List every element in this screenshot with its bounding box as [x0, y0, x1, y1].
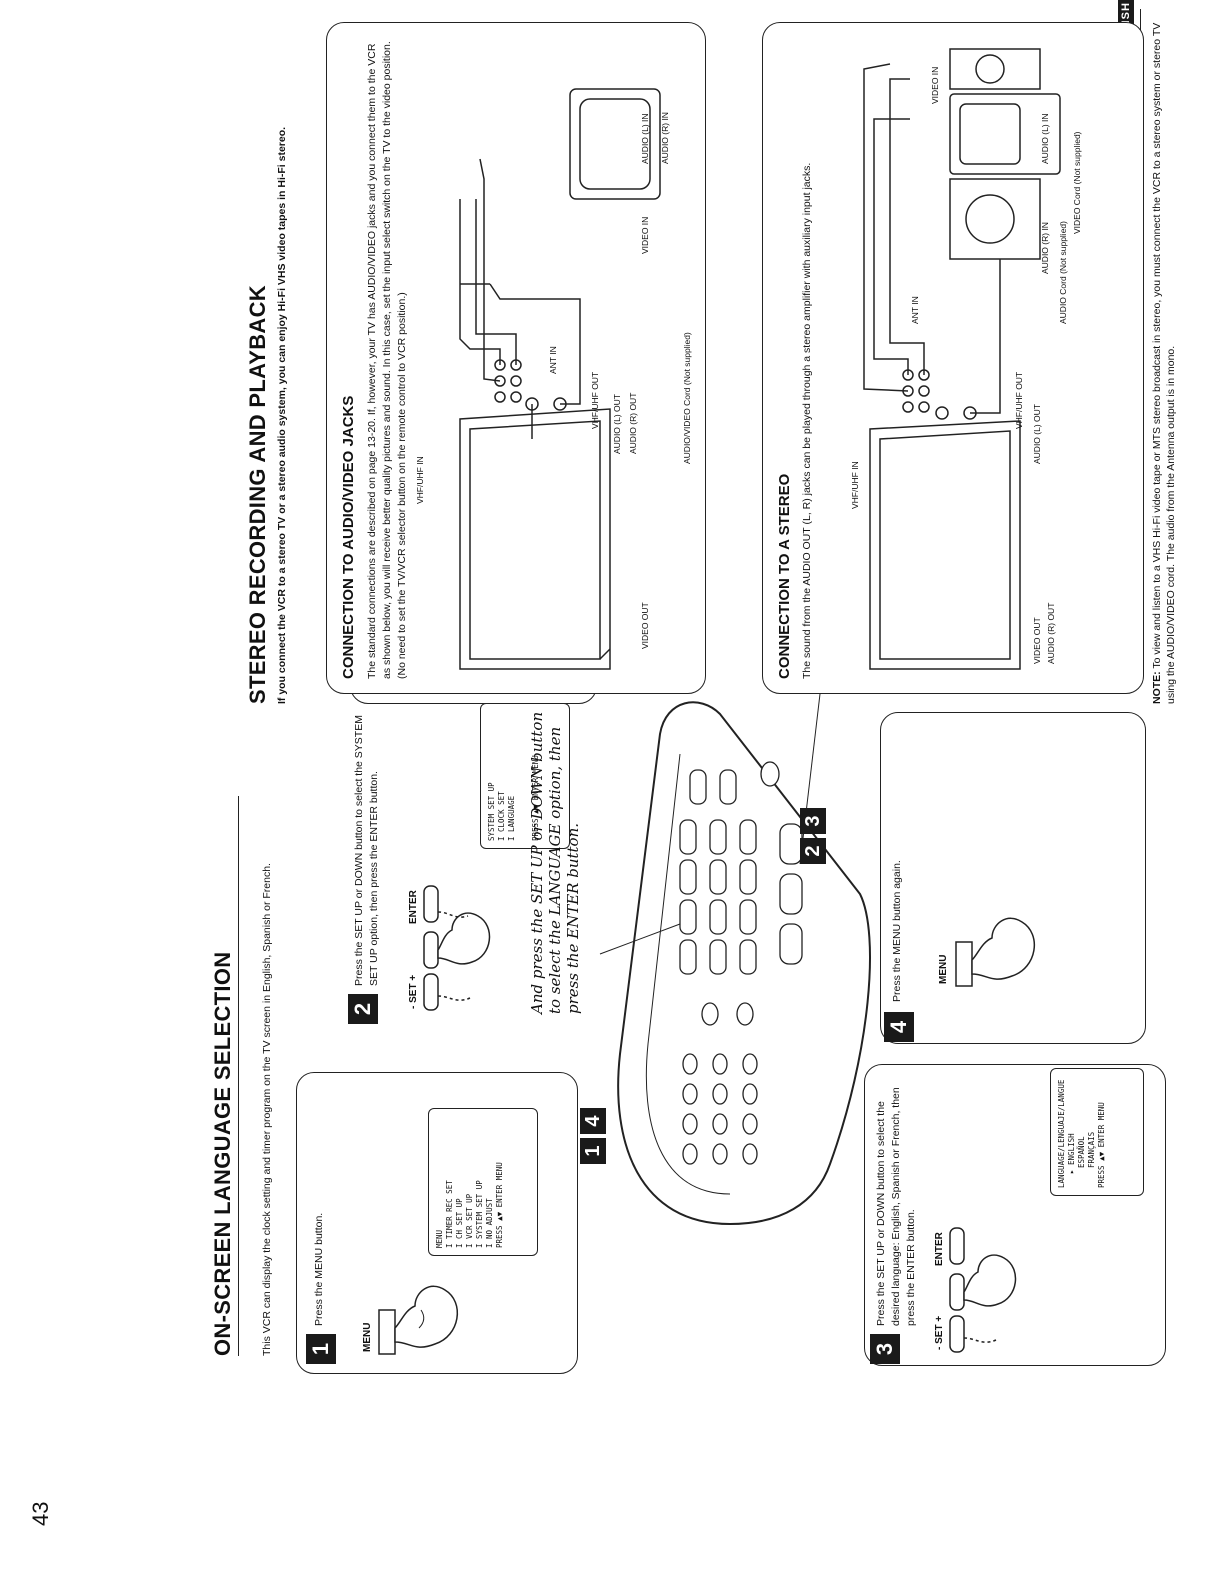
- stereo-label-vhf-in: VHF/UHF IN: [850, 461, 860, 509]
- stereo-wiring-diagram: [863, 48, 1061, 670]
- step1-menu-label: MENU: [362, 1322, 373, 1352]
- av-label-video-in: VIDEO IN: [640, 216, 650, 254]
- step2-finger-press-icon: [423, 885, 491, 1011]
- step2-handwritten-note: And press the SET UP or DOWN button to s…: [528, 711, 582, 1014]
- step2-badge: 2: [348, 994, 378, 1024]
- stereo-label-audio-r-in: AUDIO (R) IN: [1040, 222, 1050, 274]
- step4-menu-label: MENU: [938, 954, 949, 984]
- step1-finger-press-icon: [378, 1285, 459, 1355]
- page-number: 43: [28, 1501, 53, 1526]
- step4-panel: [880, 712, 1146, 1044]
- av-label-audio-l-in: AUDIO (L) IN: [640, 113, 650, 164]
- step3-set-label: - SET +: [934, 1315, 945, 1350]
- stereo-label-audio-l-out: AUDIO (L) OUT: [1032, 404, 1042, 464]
- av-label-ant-in: ANT IN: [548, 346, 558, 374]
- av-label-vhf-in: VHF/UHF IN: [415, 456, 425, 504]
- stereo-heading: CONNECTION TO A STEREO: [776, 473, 793, 679]
- note-block: NOTE: To view and listen to a VHS Hi-Fi …: [1150, 14, 1178, 704]
- note-text: To view and listen to a VHS Hi-Fi video …: [1151, 22, 1177, 704]
- av-wiring-diagram: [459, 88, 661, 670]
- note-label: NOTE:: [1151, 671, 1163, 704]
- step1-text: Press the MENU button.: [313, 1212, 325, 1326]
- step3-enter-label: ENTER: [934, 1232, 945, 1266]
- av-label-vhf-out: VHF/UHF OUT: [590, 371, 600, 429]
- step4-finger-press-icon: [955, 917, 1036, 987]
- stereo-text: The sound from the AUDIO OUT (L, R) jack…: [801, 162, 813, 679]
- stereo-label-video-out: VIDEO OUT: [1032, 617, 1042, 664]
- stereo-label-video-cord: VIDEO Cord (Not supplied): [1072, 131, 1082, 234]
- stereo-intro: If you connect the VCR to a stereo TV or…: [276, 126, 288, 704]
- step2-set-label: - SET +: [408, 974, 419, 1009]
- stereo-label-audio-r-out: AUDIO (R) OUT: [1046, 602, 1056, 664]
- step4-text: Press the MENU button again.: [891, 860, 903, 1002]
- stereo-label-ant-in: ANT IN: [910, 296, 920, 324]
- av-label-audio-l-out: AUDIO (L) OUT: [612, 394, 622, 454]
- av-label-video-out: VIDEO OUT: [640, 602, 650, 649]
- av-label-audio-r-in: AUDIO (R) IN: [660, 112, 670, 164]
- stereo-label-vhf-out: VHF/UHF OUT: [1014, 371, 1024, 429]
- stereo-section-title: STEREO RECORDING AND PLAYBACK: [245, 285, 270, 704]
- language-section-title: ON-SCREEN LANGUAGE SELECTION: [210, 951, 235, 1356]
- remote-control-illustration: [599, 694, 871, 1226]
- step2-text: Press the SET UP or DOWN button to selec…: [353, 715, 380, 986]
- av-text: The standard connections are described o…: [366, 41, 408, 679]
- stereo-label-video-in: VIDEO IN: [930, 66, 940, 104]
- step4-badge: 4: [884, 1012, 914, 1042]
- title-rule: [238, 796, 239, 1356]
- step3-language-screen: LANGUAGE/LENGUAJE/LANGUE ▸ ENGLISH ESPAÑ…: [1050, 1068, 1144, 1196]
- av-label-audio-r-out: AUDIO (R) OUT: [628, 392, 638, 454]
- language-intro: This VCR can display the clock setting a…: [261, 863, 273, 1356]
- step1-menu-screen: MENU I TIMER REC SET I CH SET UP I VCR S…: [428, 1108, 538, 1256]
- step2-enter-label: ENTER: [408, 890, 419, 924]
- stereo-label-audio-cord: AUDIO Cord (Not supplied): [1058, 221, 1068, 324]
- step3-finger-press-icon: [949, 1227, 1017, 1353]
- step3-badge: 3: [870, 1334, 900, 1364]
- step1-badge: 1: [306, 1334, 336, 1364]
- step3-text: Press the SET UP or DOWN button to selec…: [875, 1087, 917, 1326]
- av-label-cord: AUDIO/VIDEO Cord (Not supplied): [682, 332, 692, 464]
- stereo-label-audio-l-in: AUDIO (L) IN: [1040, 113, 1050, 164]
- av-heading: CONNECTION TO AUDIO/VIDEO JACKS: [340, 395, 357, 679]
